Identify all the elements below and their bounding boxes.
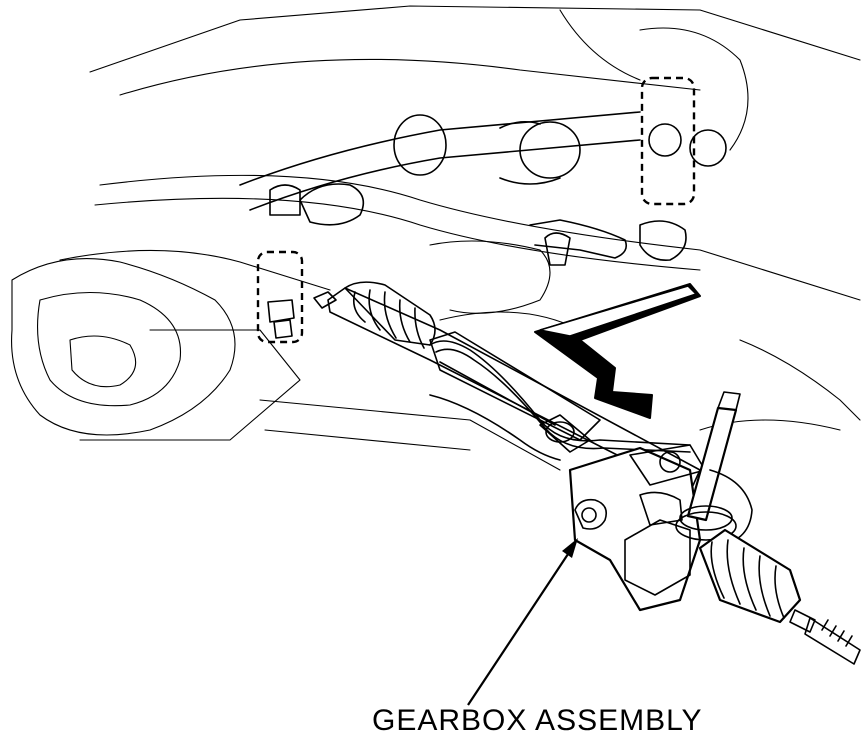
upper-control-arm: [239, 111, 727, 266]
callout-leader: [467, 538, 578, 706]
chassis-frame: [11, 5, 861, 471]
gearbox-assembly-label: GEARBOX ASSEMBLY: [372, 704, 703, 737]
direction-arrow: [534, 283, 701, 419]
mounting-bolt: [267, 291, 337, 339]
right-boot: [698, 528, 802, 624]
rack-housing: [327, 281, 701, 493]
tie-rod-end: [789, 609, 861, 665]
gearbox-body: [568, 391, 753, 612]
inspection-marks: [256, 76, 696, 344]
